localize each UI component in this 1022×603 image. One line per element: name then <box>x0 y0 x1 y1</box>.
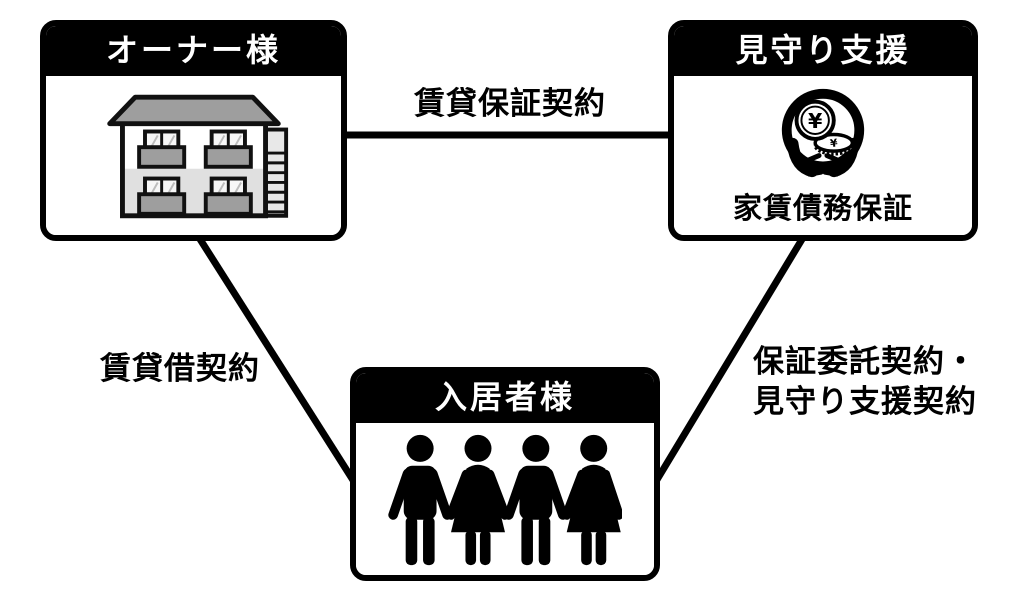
owner-box-title: オーナー様 <box>46 26 341 76</box>
owner-box: オーナー様 <box>40 20 347 241</box>
tenant-box-title: 入居者様 <box>356 373 654 423</box>
edge-support-tenant-line <box>649 234 807 490</box>
edge-label-right-line2: 見守り支援契約 <box>753 384 977 420</box>
tenant-box-body <box>356 423 654 575</box>
edge-label-rental-guarantee-contract: 賃貸保証契約 <box>414 86 606 122</box>
edge-label-right-line1: 保証委託契約・ <box>753 344 977 380</box>
edge-owner-tenant-line <box>195 234 361 490</box>
hands-holding-money-icon: ¥ ¥ <box>781 88 865 177</box>
support-box: 見守り支援 ¥ ¥ 家賃債務保証 <box>668 20 978 241</box>
tenant-box: 入居者様 <box>350 367 660 581</box>
residents-group-icon <box>388 434 622 565</box>
svg-text:¥: ¥ <box>808 109 823 133</box>
edge-label-lease-contract: 賃貸借契約 <box>100 351 260 387</box>
svg-text:¥: ¥ <box>829 136 839 150</box>
support-box-title: 見守り支援 <box>674 26 972 76</box>
apartment-building-icon <box>106 94 288 218</box>
support-box-caption: 家賃債務保証 <box>732 190 913 225</box>
edge-label-guarantee-consignment-contract: 保証委託契約・ 見守り支援契約 <box>753 342 977 422</box>
support-box-body: ¥ ¥ 家賃債務保証 <box>674 76 972 235</box>
owner-box-body <box>46 76 341 235</box>
